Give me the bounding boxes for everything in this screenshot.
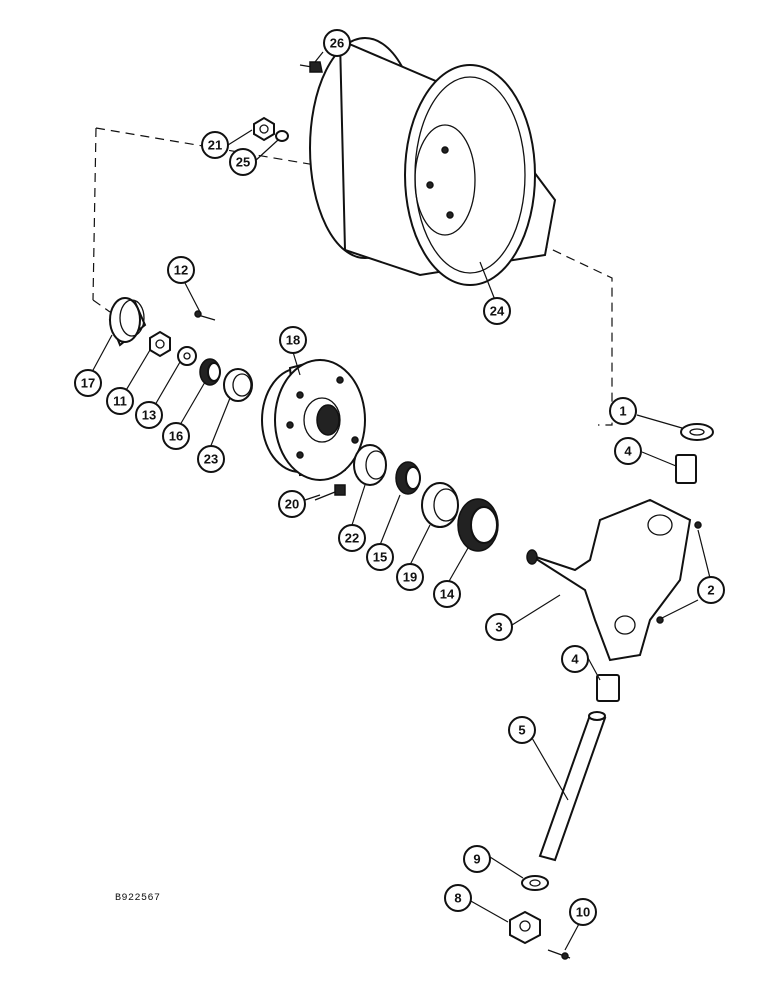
rim-nut [253, 116, 275, 142]
callout-21: 21 [201, 131, 229, 159]
svg-text:26: 26 [330, 36, 344, 51]
svg-text:21: 21 [208, 138, 222, 153]
rim-washer [275, 130, 289, 142]
upper-bushing [675, 454, 697, 484]
hub-oil-seal [457, 498, 499, 552]
svg-text:11: 11 [113, 394, 127, 409]
spindle-washer [177, 346, 197, 366]
callout-12: 12 [167, 256, 195, 284]
callout-19: 19 [396, 563, 424, 591]
king-pin-nut [509, 910, 541, 945]
wheel-hub [261, 358, 366, 481]
callout-10: 10 [569, 898, 597, 926]
callout-2: 2 [697, 576, 725, 604]
callout-3: 3 [485, 613, 513, 641]
leader-lines [91, 51, 711, 951]
svg-text:3: 3 [495, 620, 502, 635]
castle-nut [149, 330, 171, 358]
svg-text:22: 22 [345, 531, 359, 546]
outer-bearing-cone [199, 358, 221, 386]
callout-24: 24 [483, 297, 511, 325]
bearing-spacer-ring [421, 482, 459, 528]
callout-11: 11 [106, 387, 134, 415]
callout-8: 8 [444, 884, 472, 912]
callout-16: 16 [162, 422, 190, 450]
outer-bearing-cup [223, 368, 253, 402]
king-pin-cotter [547, 949, 571, 960]
rim-bolt [299, 61, 323, 73]
callout-25: 25 [229, 148, 257, 176]
svg-text:17: 17 [81, 376, 95, 391]
svg-text:9: 9 [473, 852, 480, 867]
callout-22: 22 [338, 524, 366, 552]
svg-text:23: 23 [204, 452, 218, 467]
king-pin-washer [521, 875, 549, 891]
steering-spindle [526, 498, 692, 662]
svg-text:25: 25 [236, 155, 250, 170]
callout-23: 23 [197, 445, 225, 473]
svg-text:5: 5 [518, 723, 525, 738]
svg-text:10: 10 [576, 905, 590, 920]
thrust-washer [680, 423, 714, 441]
cotter-pin [194, 310, 216, 321]
svg-text:2: 2 [707, 583, 714, 598]
callout-13: 13 [135, 401, 163, 429]
hub-bolt [314, 484, 346, 501]
callout-17: 17 [74, 369, 102, 397]
king-pin [538, 711, 607, 862]
inner-bearing-cone [395, 461, 421, 495]
callout-15: 15 [366, 543, 394, 571]
callout-5: 5 [508, 716, 536, 744]
svg-text:14: 14 [440, 587, 455, 602]
callout-14: 14 [433, 580, 461, 608]
svg-text:4: 4 [571, 652, 579, 667]
svg-text:20: 20 [285, 497, 299, 512]
lower-bushing [596, 674, 620, 702]
grease-cap [108, 297, 147, 347]
svg-text:15: 15 [373, 550, 387, 565]
wheel-rim [309, 37, 557, 286]
svg-text:12: 12 [174, 263, 188, 278]
svg-text:4: 4 [624, 444, 632, 459]
svg-text:16: 16 [169, 429, 183, 444]
svg-text:19: 19 [403, 570, 417, 585]
callout-26: 26 [323, 29, 351, 57]
callout-20: 20 [278, 490, 306, 518]
callout-9: 9 [463, 845, 491, 873]
callout-4-lower: 4 [561, 645, 589, 673]
drawing-id-label: B922567 [115, 893, 161, 904]
grease-fitting [656, 521, 702, 624]
svg-text:1: 1 [619, 404, 626, 419]
svg-text:24: 24 [490, 304, 505, 319]
svg-text:18: 18 [286, 333, 300, 348]
callout-18: 18 [279, 326, 307, 354]
svg-text:13: 13 [142, 408, 156, 423]
inner-bearing-cup [353, 444, 387, 486]
svg-text:8: 8 [454, 891, 461, 906]
callout-4-upper: 4 [614, 437, 642, 465]
callout-1: 1 [609, 397, 637, 425]
